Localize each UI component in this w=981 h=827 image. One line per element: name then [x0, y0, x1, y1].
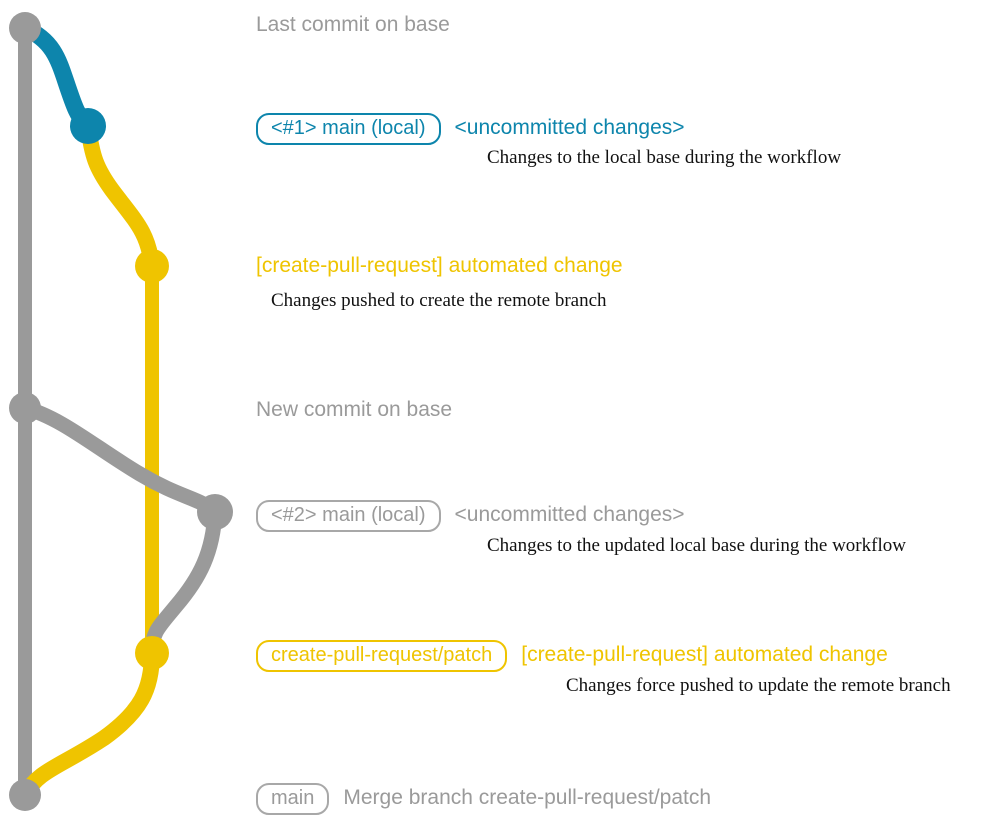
node-base-top[interactable]	[9, 12, 41, 44]
ref-badge-main[interactable]: main	[256, 783, 330, 815]
commit-note-automated-change-2: Changes force pushed to update the remot…	[566, 675, 951, 696]
commit-row-last-commit-on-base: Last commit on base	[256, 14, 450, 35]
node-patch-1[interactable]	[135, 249, 169, 283]
edge-local-1-to-patch-1	[80, 118, 160, 274]
node-base-new[interactable]	[9, 392, 41, 424]
node-local-2[interactable]	[197, 494, 233, 530]
commit-subject: Last commit on base	[256, 13, 450, 36]
commit-row-local-2: <#2> main (local) <uncommitted changes>	[256, 500, 685, 532]
node-patch-2[interactable]	[135, 636, 169, 670]
commit-subject: New commit on base	[256, 398, 453, 421]
commit-row-local-1: <#1> main (local) <uncommitted changes>	[256, 113, 685, 145]
commit-subject: <uncommitted changes>	[454, 503, 685, 526]
commit-subject: <uncommitted changes>	[454, 116, 685, 139]
commit-note-automated-change-1: Changes pushed to create the remote bran…	[271, 290, 607, 311]
commit-row-automated-change-2: create-pull-request/patch [create-pull-r…	[256, 640, 888, 672]
commit-note-local-1: Changes to the local base during the wor…	[487, 147, 842, 168]
commit-row-merge: main Merge branch create-pull-request/pa…	[256, 783, 711, 815]
node-merge[interactable]	[9, 779, 41, 811]
edge-local-2-to-patch-2	[144, 504, 223, 661]
commit-row-automated-change-1: [create-pull-request] automated change	[256, 255, 623, 276]
commit-note-local-2: Changes to the updated local base during…	[487, 535, 906, 556]
commit-subject: [create-pull-request] automated change	[521, 643, 888, 666]
edge-base-new-to-local-2	[17, 400, 223, 520]
edge-patch-2-to-merge	[17, 645, 160, 803]
commit-row-new-commit-on-base: New commit on base	[256, 399, 452, 420]
ref-badge-local-1[interactable]: <#1> main (local)	[256, 113, 441, 145]
node-local-1[interactable]	[70, 108, 106, 144]
commit-subject: Merge branch create-pull-request/patch	[343, 786, 712, 809]
commit-subject: [create-pull-request] automated change	[256, 254, 623, 277]
ref-badge-local-2[interactable]: <#2> main (local)	[256, 500, 441, 532]
edge-base-to-local-1	[16, 19, 97, 135]
ref-badge-patch[interactable]: create-pull-request/patch	[256, 640, 508, 672]
